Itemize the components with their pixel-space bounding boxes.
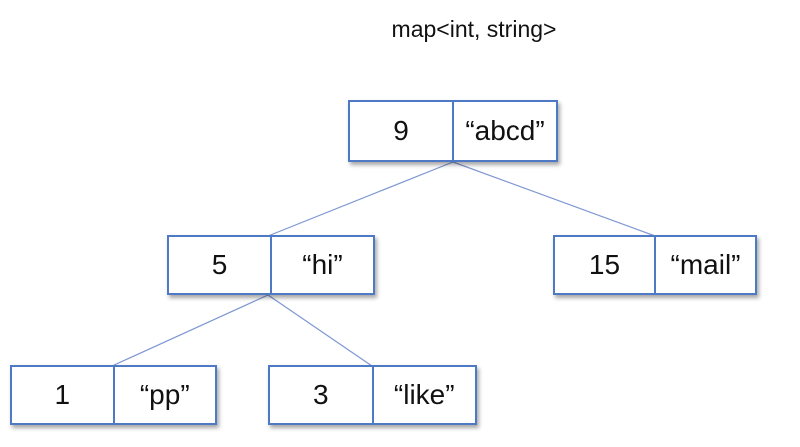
node-value: “mail”: [670, 249, 741, 280]
edge-left-to-left-left: [111, 294, 269, 367]
tree-node-left: 5 “hi”: [167, 235, 375, 295]
edge-root-to-right: [452, 161, 656, 237]
tree-node-root: 9 “abcd”: [348, 100, 558, 162]
diagram-title: map<int, string>: [391, 16, 557, 42]
node-key: 3: [270, 367, 374, 423]
node-key: 15: [555, 237, 656, 293]
node-value: “abcd”: [465, 115, 545, 146]
tree-node-left-left: 1 “pp”: [10, 365, 217, 425]
node-value: “like”: [393, 379, 455, 410]
node-key: 9: [350, 102, 454, 160]
node-value: “pp”: [139, 379, 190, 410]
edge-root-to-left: [267, 161, 454, 237]
node-key: 1: [12, 367, 115, 423]
node-key: 5: [169, 237, 272, 293]
tree-node-right: 15 “mail”: [553, 235, 757, 295]
node-value: “hi”: [302, 249, 343, 280]
edge-left-to-left-right: [267, 294, 373, 367]
tree-node-left-right: 3 “like”: [268, 365, 477, 425]
